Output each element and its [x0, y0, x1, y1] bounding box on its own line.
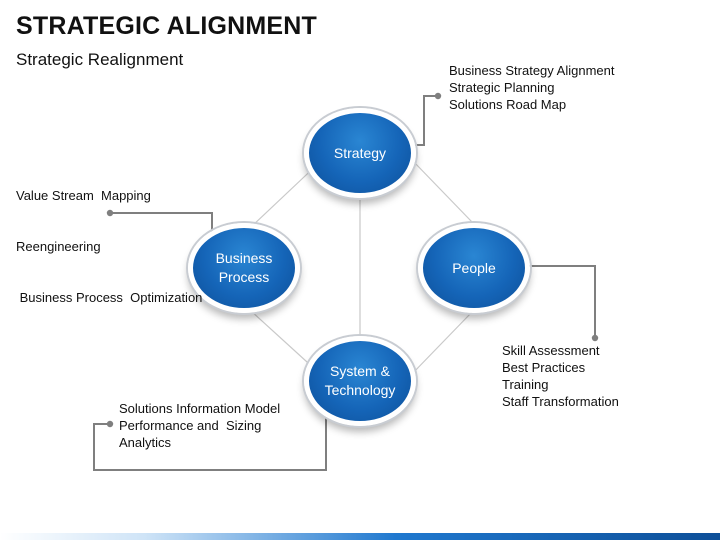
strategy-item: Business Strategy Alignment: [449, 63, 615, 78]
connector-strategy: [414, 95, 438, 146]
line-people-system: [409, 311, 473, 377]
strategy-item: Strategic Planning: [449, 80, 555, 95]
connector-dot-people: [591, 334, 599, 342]
footer-accent-bar: [0, 533, 720, 540]
node-strategy-label: Strategy: [333, 144, 387, 161]
system-item: Performance and Sizing: [119, 418, 262, 433]
node-system-technology-label: System & Technology: [313, 362, 408, 400]
strategy-items: Business Strategy Alignment Strategic Pl…: [449, 62, 614, 113]
system-items: Solutions Information Model Performance …: [119, 400, 280, 451]
people-item: Skill Assessment: [502, 343, 600, 358]
connector-dot-system: [106, 420, 114, 428]
people-item: Training: [502, 377, 549, 392]
connector-business-process: [110, 212, 213, 232]
node-business-process-label: Business Process: [204, 249, 285, 287]
people-items: Skill Assessment Best Practices Training…: [502, 342, 619, 410]
business-process-items: Value Stream Mapping Reengineering Busin…: [16, 153, 202, 323]
node-business-process-line2: Process: [218, 269, 270, 285]
node-strategy: Strategy: [304, 108, 416, 198]
connector-system: [93, 418, 327, 471]
node-system-technology: System & Technology: [304, 336, 416, 426]
connector-dot-strategy: [434, 92, 442, 100]
business-process-item: Value Stream Mapping: [16, 188, 151, 203]
system-item: Analytics: [119, 435, 172, 450]
page-title: STRATEGIC ALIGNMENT: [16, 12, 318, 40]
node-business-process-line1: Business: [215, 250, 273, 266]
business-process-item: Reengineering: [16, 239, 101, 254]
node-people-label: People: [452, 259, 496, 276]
node-system-line2: Technology: [324, 382, 396, 398]
people-item: Staff Transformation: [502, 394, 619, 409]
line-business-system: [249, 309, 319, 373]
connector-people: [528, 265, 596, 338]
page-subtitle: Strategic Realignment: [16, 50, 184, 69]
line-strategy-people: [411, 159, 473, 223]
business-process-item: Business Process Optimization: [16, 290, 203, 305]
people-item: Best Practices: [502, 360, 586, 375]
strategy-item: Solutions Road Map: [449, 97, 567, 112]
connector-dot-business-process: [106, 209, 114, 217]
system-item: Solutions Information Model: [119, 401, 281, 416]
node-system-line1: System &: [330, 363, 390, 379]
node-people: People: [418, 223, 530, 313]
node-business-process: Business Process: [188, 223, 300, 313]
